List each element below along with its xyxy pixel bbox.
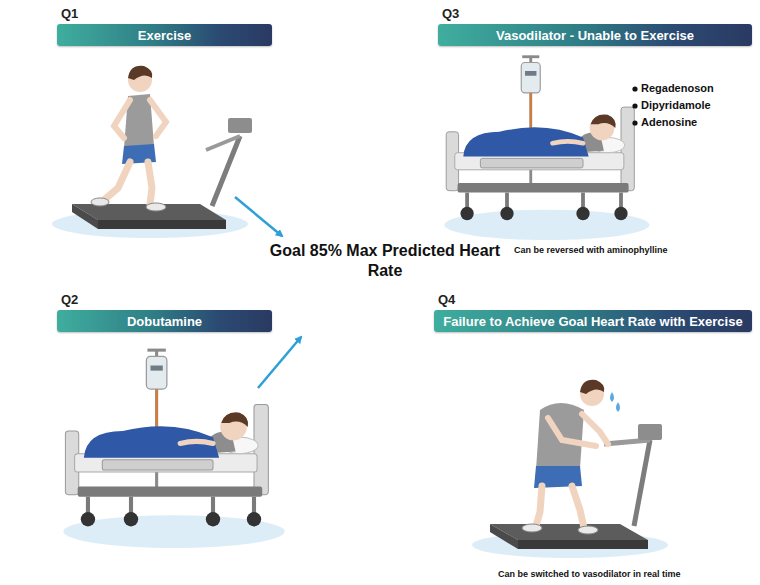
treadmill-runner xyxy=(52,66,252,238)
quadrant-tag: Q4 xyxy=(438,292,455,307)
header-bar: Q4Failure to Achieve Goal Heart Rate wit… xyxy=(434,310,752,332)
bullet-dot xyxy=(632,86,637,125)
tired-walker xyxy=(522,524,542,532)
tired-walker xyxy=(536,486,542,526)
header-text-wrap: Dobutamine xyxy=(57,310,272,332)
tired-walker xyxy=(572,486,584,528)
treadmill-runner xyxy=(72,204,98,229)
tired-walker xyxy=(580,380,604,394)
note-text: Can be reversed with aminophylline xyxy=(514,244,668,256)
tired-walker xyxy=(610,392,614,402)
tired-walker xyxy=(638,424,662,440)
hospital-bed xyxy=(63,349,284,548)
treadmill-runner xyxy=(128,66,152,80)
goal-arrow xyxy=(258,337,301,388)
bullet-dot xyxy=(632,86,637,91)
treadmill-runner xyxy=(228,118,252,133)
quadrant-tag: Q1 xyxy=(61,6,78,21)
header-text-wrap: Exercise xyxy=(57,24,272,46)
quadrant-tag: Q2 xyxy=(61,292,78,307)
header-bar: Q1Exercise xyxy=(57,24,272,46)
hospital-bed xyxy=(444,56,649,240)
treadmill-runner xyxy=(206,136,240,150)
treadmill-runner xyxy=(146,203,166,211)
quadrant-tag: Q3 xyxy=(442,6,459,21)
header-text: Failure to Achieve Goal Heart Rate with … xyxy=(443,314,742,329)
drug-name: Regadenoson xyxy=(641,81,714,95)
goal-arrow xyxy=(235,197,282,236)
header-text: Exercise xyxy=(138,28,192,43)
treadmill-runner xyxy=(148,162,152,204)
goal-text: Goal 85% Max Predicted Heart Rate xyxy=(268,241,502,281)
bullet-dot xyxy=(632,103,637,108)
header-text-wrap: Vasodilator - Unable to Exercise xyxy=(438,24,752,46)
bullet-dot xyxy=(632,120,637,125)
tired-walker xyxy=(616,402,620,412)
tired-walker xyxy=(582,414,608,444)
tired-walker xyxy=(578,526,598,534)
treadmill-runner xyxy=(98,220,226,229)
header-bar: Q2Dobutamine xyxy=(57,310,272,332)
tired-walker xyxy=(472,380,668,558)
treadmill-runner xyxy=(150,100,166,136)
treadmill-runner xyxy=(114,100,130,138)
header-text: Dobutamine xyxy=(127,314,202,329)
treadmill-runner xyxy=(91,198,109,206)
tired-walker xyxy=(548,418,596,446)
tired-walker xyxy=(490,524,518,549)
header-text-wrap: Failure to Achieve Goal Heart Rate with … xyxy=(434,310,752,332)
tired-walker xyxy=(634,440,650,526)
drug-name: Adenosine xyxy=(641,115,697,129)
tired-walker xyxy=(518,540,648,549)
header-text: Vasodilator - Unable to Exercise xyxy=(496,28,694,43)
header-bar: Q3Vasodilator - Unable to Exercise xyxy=(438,24,752,46)
treadmill-runner xyxy=(72,204,226,220)
treadmill-runner xyxy=(104,162,130,200)
note-text: Can be switched to vasodilator in real t… xyxy=(498,568,681,580)
drug-name: Dipyridamole xyxy=(641,98,711,112)
